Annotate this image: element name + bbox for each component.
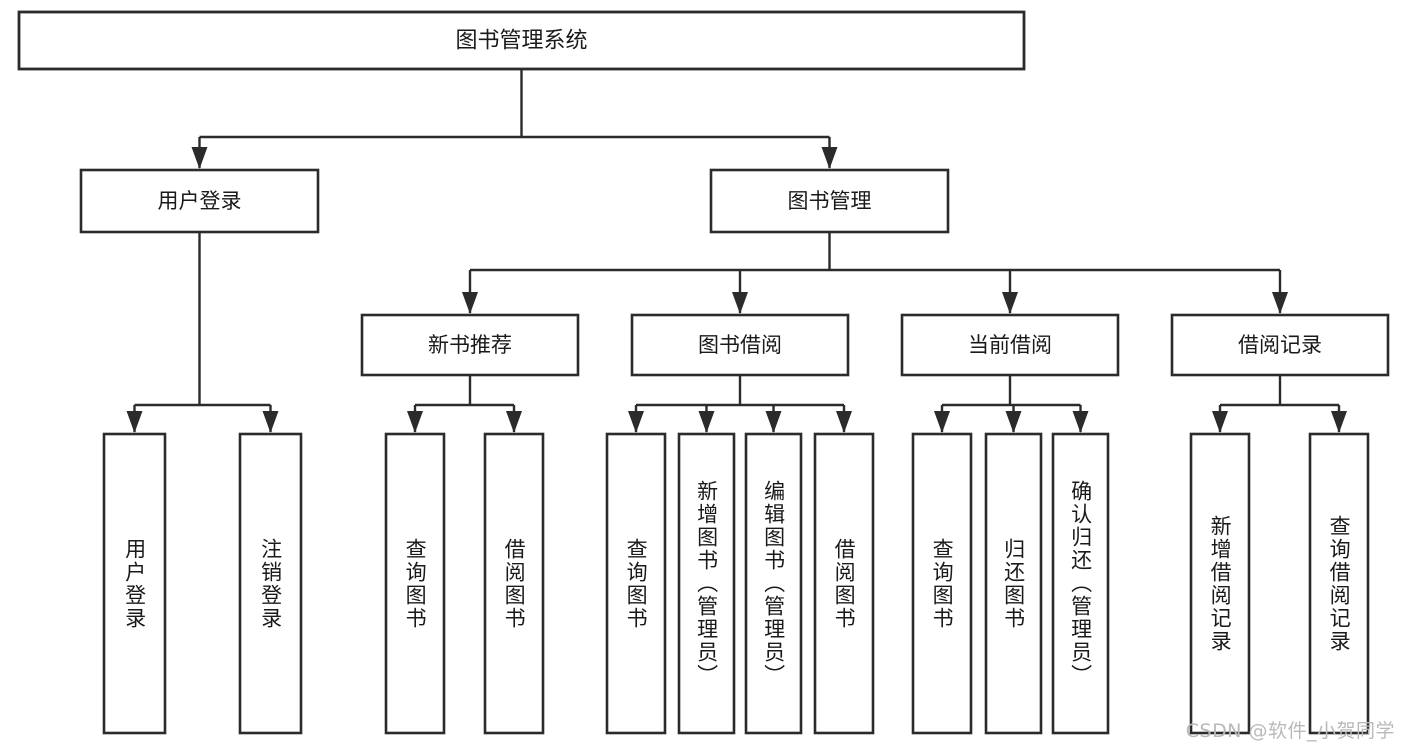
arrow-head xyxy=(462,292,478,314)
node-root-box[interactable] xyxy=(17,10,1026,71)
arrow-head xyxy=(821,147,838,169)
arrow-head xyxy=(1072,411,1089,433)
node-leaf-box[interactable] xyxy=(1189,432,1251,735)
node-leaf-box[interactable] xyxy=(483,432,545,735)
node-level3-label: 当前借阅 xyxy=(968,333,1052,357)
node-leaf-box[interactable] xyxy=(677,432,736,735)
node-leaf-box[interactable] xyxy=(911,432,973,735)
arrow-head xyxy=(191,147,208,169)
arrow-head xyxy=(1272,292,1288,314)
node-leaf-box[interactable] xyxy=(744,432,803,735)
node-leaf-box[interactable] xyxy=(384,432,446,735)
node-level3-box[interactable] xyxy=(1170,313,1390,377)
arrow-head xyxy=(407,411,423,433)
watermark-text: CSDN @软件_小贺同学 xyxy=(1185,720,1395,742)
node-level3-box[interactable] xyxy=(630,313,850,377)
node-level2-box[interactable] xyxy=(79,168,320,234)
arrow-head xyxy=(262,411,279,433)
boxes-layer xyxy=(17,10,1390,735)
node-leaf-box[interactable] xyxy=(813,432,875,735)
node-level2-label: 图书管理 xyxy=(788,189,872,213)
arrow-head xyxy=(836,411,852,433)
node-leaf-box[interactable] xyxy=(1051,432,1110,735)
arrow-head xyxy=(1002,292,1018,314)
arrow-head xyxy=(506,411,522,433)
node-level3-box[interactable] xyxy=(360,313,580,377)
arrow-head xyxy=(732,292,748,314)
node-leaf-box[interactable] xyxy=(605,432,667,735)
arrow-head xyxy=(1212,411,1228,433)
node-root-label: 图书管理系统 xyxy=(455,29,587,54)
arrow-head xyxy=(126,411,143,433)
arrow-head xyxy=(1331,411,1347,433)
arrow-head xyxy=(765,411,782,433)
node-level2-box[interactable] xyxy=(709,168,950,234)
connectors-layer xyxy=(126,69,1347,433)
node-leaf-box[interactable] xyxy=(1308,432,1370,735)
node-leaf-box[interactable] xyxy=(984,432,1043,735)
node-leaf-box[interactable] xyxy=(102,432,167,735)
arrow-head xyxy=(1005,411,1022,433)
node-level3-label: 新书推荐 xyxy=(428,333,512,357)
node-level2-label: 用户登录 xyxy=(158,189,242,213)
node-level3-box[interactable] xyxy=(900,313,1120,377)
node-level3-label: 借阅记录 xyxy=(1238,333,1322,357)
node-level3-label: 图书借阅 xyxy=(698,333,782,357)
arrow-head xyxy=(698,411,715,433)
node-leaf-box[interactable] xyxy=(238,432,303,735)
arrow-head xyxy=(628,411,644,433)
arrow-head xyxy=(934,411,950,433)
